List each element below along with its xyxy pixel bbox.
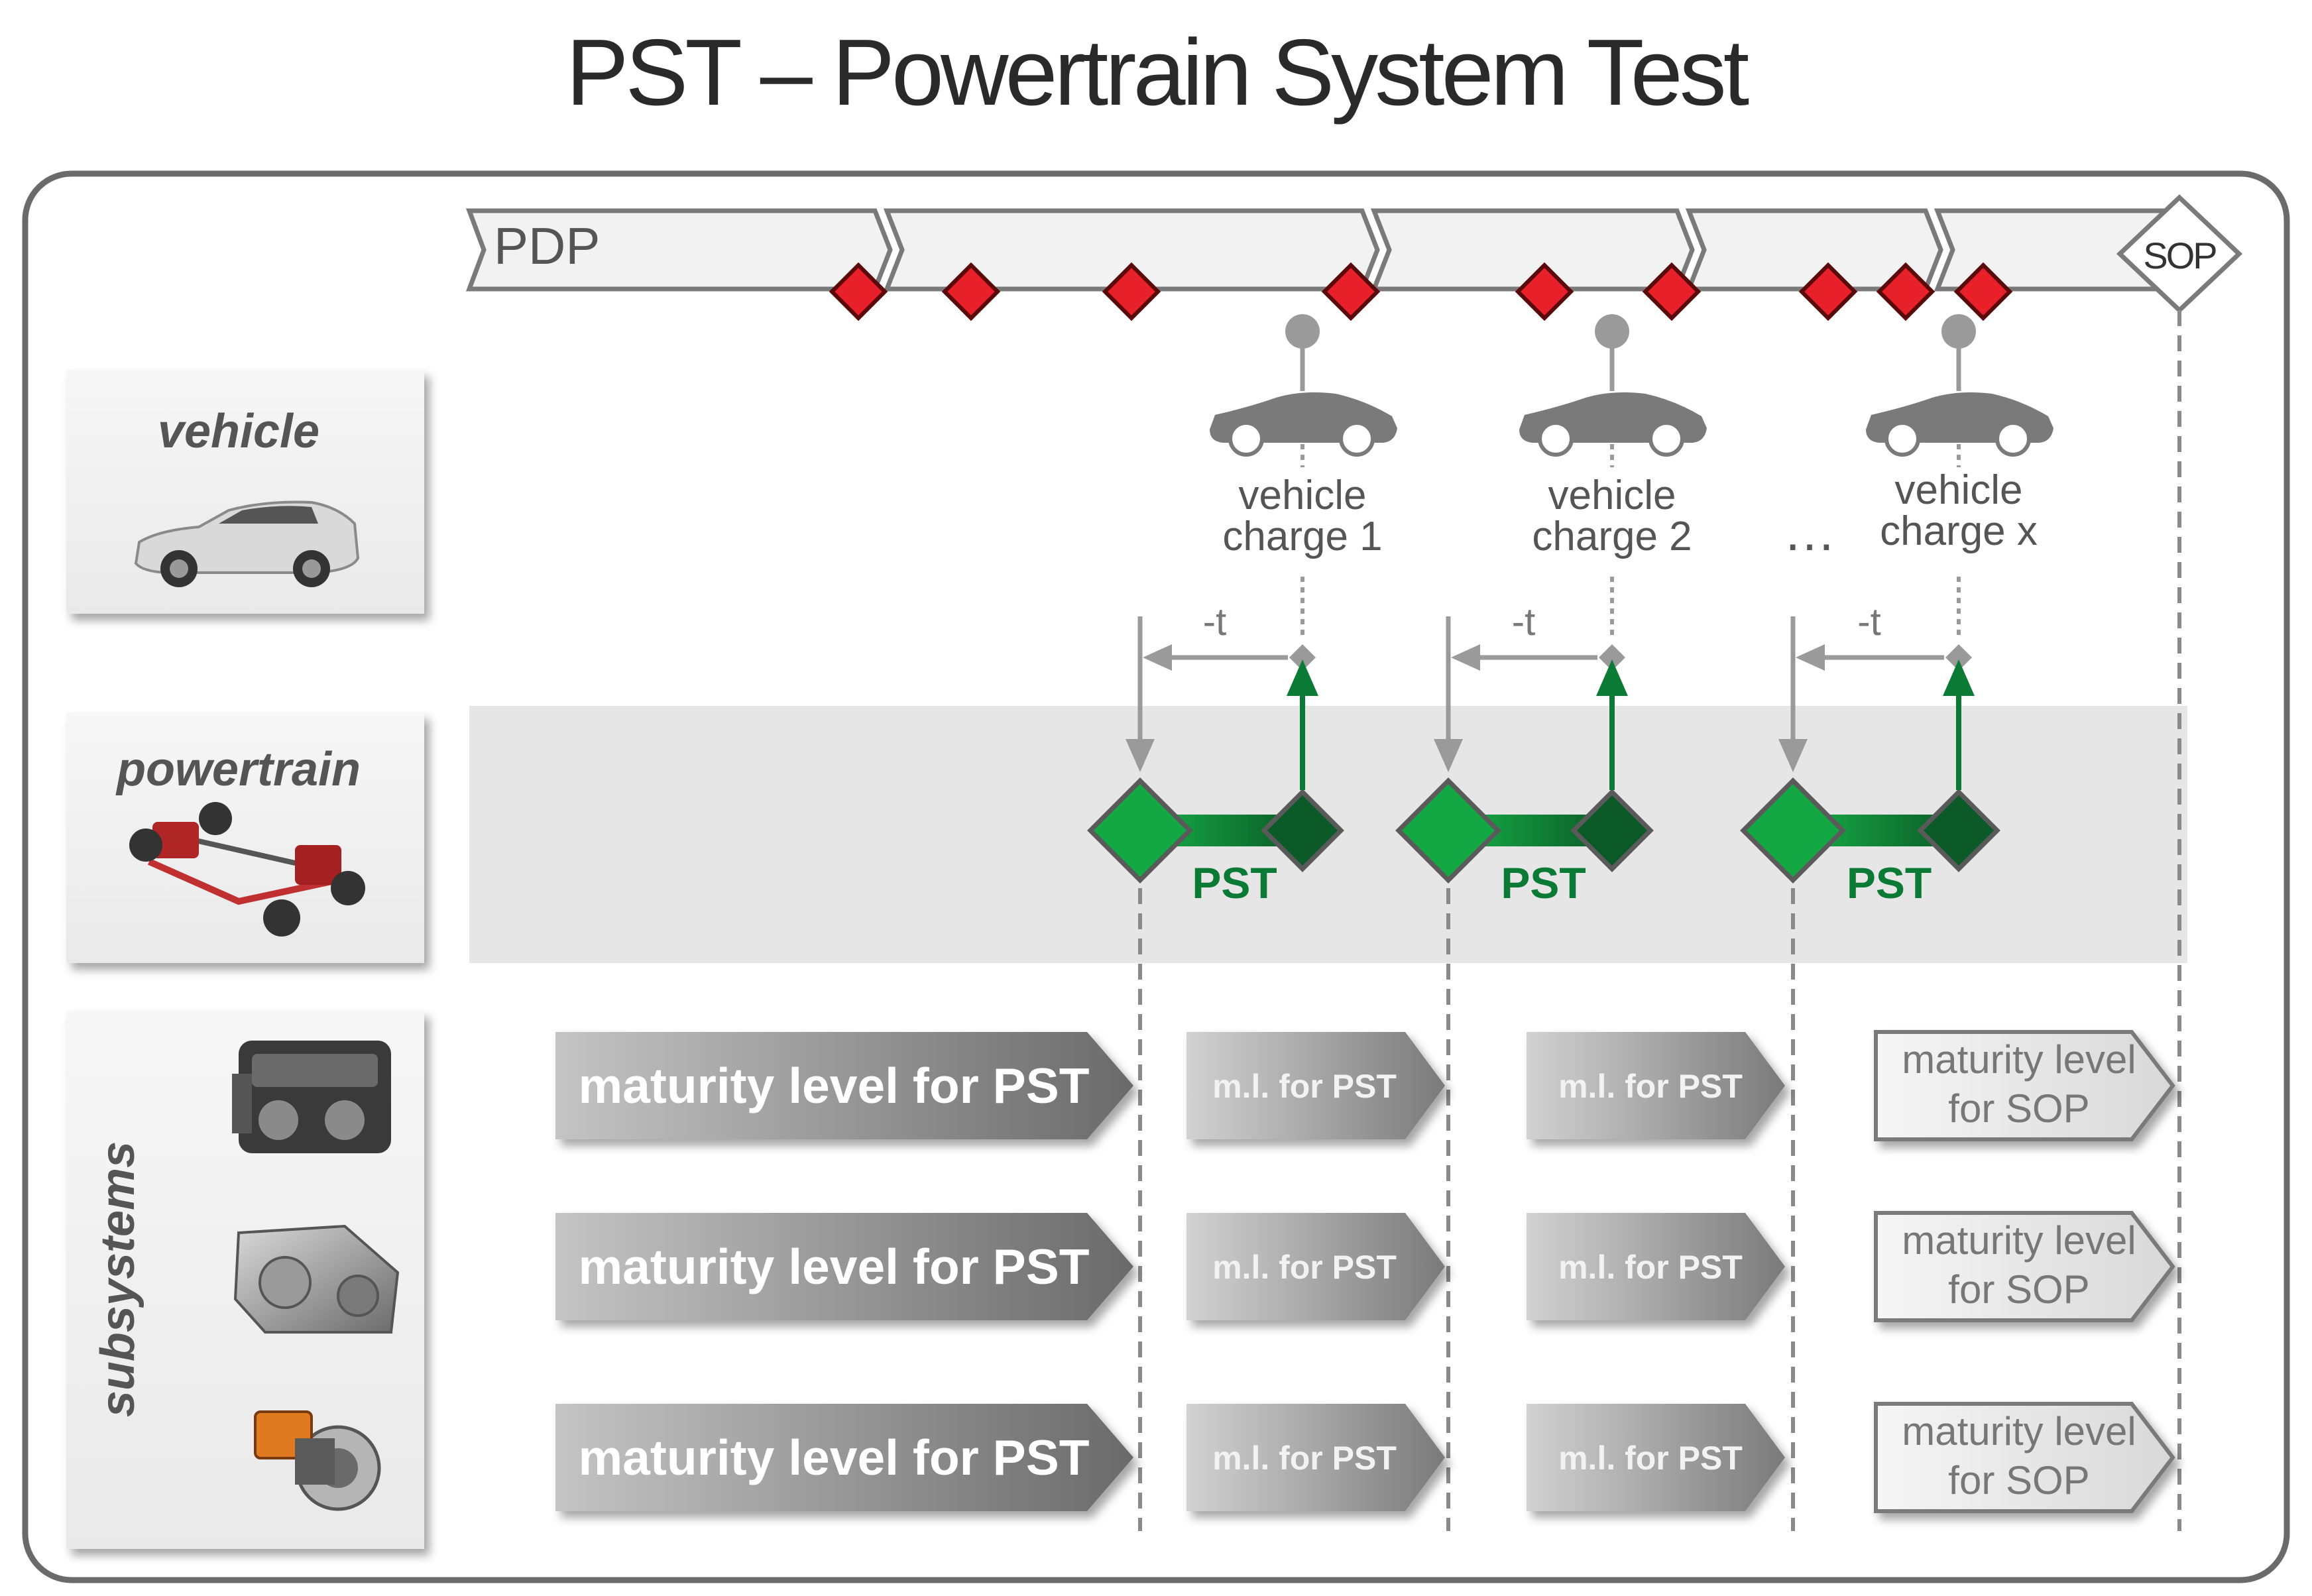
milestone-diamond — [829, 262, 888, 321]
maturity-sop-label-line1: maturity level — [1902, 1037, 2136, 1082]
maturity-short-label: m.l. for PST — [1212, 1440, 1397, 1477]
page-title: PST – Powertrain System Test — [565, 20, 1749, 125]
milestone-diamond — [1515, 262, 1574, 321]
powertrain-row-label: powertrain — [115, 743, 361, 796]
pst-gate-2: PST — [1395, 659, 1654, 907]
milestone-diamond — [1876, 262, 1936, 321]
maturity-short-label: m.l. for PST — [1212, 1068, 1397, 1105]
maturity-arrow-short — [1186, 1404, 1445, 1511]
offset-label: -t — [1203, 600, 1226, 644]
maturity-arrow-short — [1186, 1213, 1445, 1320]
offset-label: -t — [1512, 600, 1535, 644]
pst-start-diamond — [1740, 777, 1846, 883]
maturity-short-label: m.l. for PST — [1212, 1249, 1397, 1286]
vehicle-row-label: vehicle — [158, 405, 319, 458]
ellipsis: … — [1783, 502, 1836, 561]
pin-head — [1285, 314, 1320, 349]
maturity-arrow-short — [1527, 1213, 1785, 1320]
pin-head — [1941, 314, 1976, 349]
pin-head — [1595, 314, 1629, 349]
timeline — [465, 208, 2183, 292]
pst-start-diamond — [1395, 777, 1501, 883]
offset-label: -t — [1857, 600, 1880, 644]
car-silhouette-icon — [1519, 392, 1707, 457]
vehicle-charge-label-line2: charge 2 — [1532, 514, 1692, 559]
maturity-arrow-sop — [1874, 1211, 2175, 1322]
maturity-main-label: maturity level for PST — [578, 1430, 1089, 1485]
maturity-short-label: m.l. for PST — [1558, 1068, 1743, 1105]
maturity-arrow-short — [1527, 1032, 1785, 1139]
maturity-main-label: maturity level for PST — [578, 1239, 1089, 1294]
e-motor-icon — [254, 1410, 381, 1511]
pst-end-diamond — [1570, 789, 1654, 872]
pst-gate-1: PST — [1087, 659, 1344, 907]
maturity-arrow-main — [555, 1213, 1133, 1320]
pst-gate-3: PST — [1740, 659, 2000, 907]
maturity-sop-label-line2: for SOP — [1948, 1267, 2089, 1312]
pst-label: PST — [1192, 858, 1277, 907]
maturity-sop-label-line2: for SOP — [1948, 1458, 2089, 1503]
sop-label: SOP — [2143, 235, 2216, 276]
maturity-arrow-main — [555, 1032, 1133, 1139]
vehicle-charge-label-line1: vehicle — [1895, 467, 2023, 513]
maturity-short-label: m.l. for PST — [1558, 1440, 1743, 1477]
dashed-guides — [1138, 310, 2181, 1531]
maturity-sop-label-line1: maturity level — [1902, 1409, 2136, 1454]
maturity-sop-label-line1: maturity level — [1902, 1218, 2136, 1263]
pst-gates: PST PST PST — [1087, 659, 2000, 907]
maturity-arrow-short — [1186, 1032, 1445, 1139]
subsystems-row-label: subsystems — [91, 1141, 144, 1417]
vehicle-charge-label-line1: vehicle — [1239, 473, 1367, 518]
milestone-diamond — [1798, 262, 1858, 321]
chassis-icon — [129, 802, 365, 937]
maturity-arrow-short — [1527, 1404, 1785, 1511]
powertrain-panel — [66, 712, 424, 963]
car-silhouette-icon — [1866, 392, 2053, 457]
milestone-diamond — [1321, 262, 1381, 321]
vehicle-charge-label-line1: vehicle — [1548, 473, 1676, 518]
car-photo-icon — [134, 500, 360, 587]
vehicle-charge-label-line2: charge 1 — [1222, 514, 1382, 559]
pst-end-diamond — [1917, 789, 2000, 872]
pst-label: PST — [1847, 858, 1932, 907]
pst-end-diamond — [1261, 789, 1344, 872]
transmission-icon — [233, 1224, 400, 1334]
milestones — [829, 262, 2013, 321]
maturity-sop-label-line2: for SOP — [1948, 1086, 2089, 1131]
pst-start-diamond — [1087, 777, 1193, 883]
maturity-short-label: m.l. for PST — [1558, 1249, 1743, 1286]
vehicle-charge-label-line2: charge x — [1880, 508, 2038, 554]
milestone-diamond — [941, 262, 1001, 321]
engine-icon — [232, 1041, 391, 1153]
pst-label: PST — [1501, 858, 1586, 907]
milestone-diamond — [1102, 262, 1161, 321]
maturity-arrow-main — [555, 1404, 1133, 1511]
milestone-diamond — [1642, 262, 1702, 321]
car-silhouette-icon — [1210, 392, 1397, 457]
pdp-label: PDP — [494, 217, 600, 275]
maturity-main-label: maturity level for PST — [578, 1058, 1089, 1113]
milestone-diamond — [1953, 262, 2013, 321]
maturity-arrow-sop — [1874, 1402, 2175, 1513]
maturity-arrows: maturity level for PST m.l. for PST m.l. f… — [555, 1030, 2175, 1513]
maturity-arrow-sop — [1874, 1030, 2175, 1141]
